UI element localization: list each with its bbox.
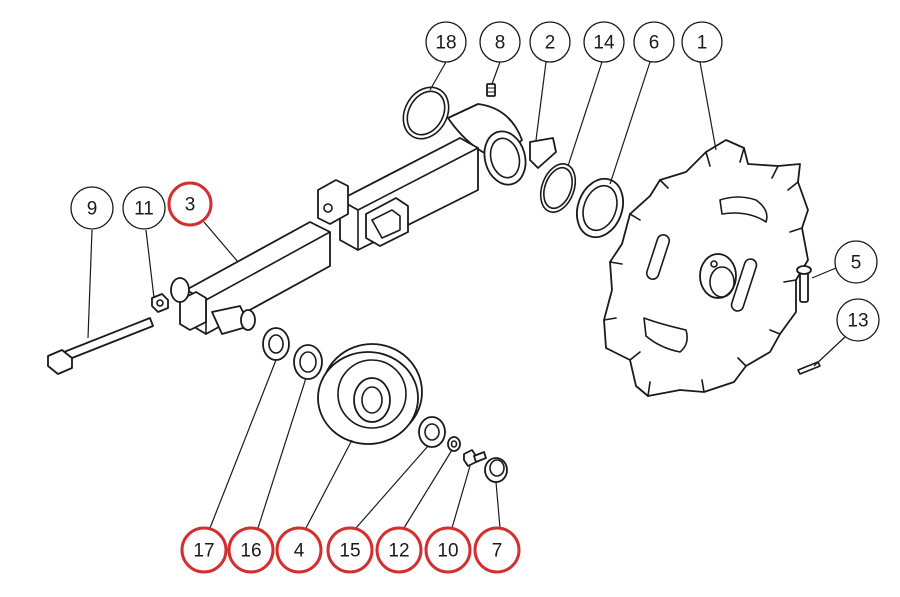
callout-number-18: 18 — [435, 33, 456, 54]
callout-circle-3 — [167, 181, 213, 227]
callout-3: 3 — [167, 181, 213, 227]
callout-1: 1 — [681, 21, 723, 63]
callout-circle-5 — [834, 240, 878, 284]
pin-part — [796, 265, 812, 303]
square-arm-part — [170, 221, 331, 335]
small-bolt-part — [463, 449, 487, 467]
callout-12: 12 — [375, 526, 423, 574]
callout-18: 18 — [425, 21, 467, 63]
swing-arm-part — [317, 103, 557, 251]
callout-number-2: 2 — [545, 33, 556, 54]
callout-number-7: 7 — [492, 541, 503, 562]
bearing-part-15 — [418, 416, 446, 448]
callout-10: 10 — [424, 526, 472, 574]
callout-number-17: 17 — [193, 541, 214, 562]
callout-8: 8 — [479, 21, 521, 63]
callout-circle-2 — [529, 21, 571, 63]
callout-circle-15 — [326, 526, 374, 574]
parts-drawing — [47, 83, 821, 483]
callout-number-9: 9 — [87, 199, 98, 220]
callout-11: 11 — [122, 186, 166, 230]
bushing-ring-part — [576, 177, 624, 239]
bearing-part-16 — [293, 344, 323, 380]
callout-2: 2 — [529, 21, 571, 63]
callout-circle-6 — [633, 21, 675, 63]
callout-number-4: 4 — [294, 541, 305, 562]
callout-circle-1 — [681, 21, 723, 63]
callout-16: 16 — [227, 526, 275, 574]
callout-number-1: 1 — [697, 33, 708, 54]
callout-number-3: 3 — [185, 195, 196, 216]
callout-5: 5 — [834, 240, 878, 284]
callout-15: 15 — [326, 526, 374, 574]
callout-number-11: 11 — [134, 199, 154, 220]
callout-14: 14 — [583, 21, 625, 63]
washer-part — [447, 436, 461, 452]
callout-circle-16 — [227, 526, 275, 574]
callout-circle-14 — [583, 21, 625, 63]
callout-circle-12 — [375, 526, 423, 574]
callout-circle-13 — [836, 298, 880, 342]
o-ring-part — [402, 86, 450, 140]
leader-lines — [87, 61, 847, 529]
snap-ring-part — [539, 163, 577, 213]
callout-number-15: 15 — [339, 541, 360, 562]
callout-number-10: 10 — [437, 541, 458, 562]
nut-part — [151, 293, 169, 313]
callout-number-16: 16 — [240, 541, 261, 562]
callout-9: 9 — [70, 186, 114, 230]
callout-circle-7 — [473, 526, 521, 574]
callout-13: 13 — [836, 298, 880, 342]
callout-number-13: 13 — [847, 311, 868, 332]
callout-number-5: 5 — [851, 253, 862, 274]
callout-circle-4 — [275, 526, 323, 574]
roller-wheel-part — [317, 343, 423, 445]
callout-number-6: 6 — [649, 33, 660, 54]
callout-17: 17 — [180, 526, 228, 574]
cap-part — [484, 457, 508, 483]
bolt-part — [47, 317, 154, 375]
grease-nipple-part — [486, 83, 496, 97]
callout-circle-18 — [425, 21, 467, 63]
bearing-part-17 — [262, 327, 290, 361]
callout-4: 4 — [275, 526, 323, 574]
clip-part — [797, 361, 821, 375]
callout-6: 6 — [633, 21, 675, 63]
callout-circle-17 — [180, 526, 228, 574]
callout-circle-9 — [70, 186, 114, 230]
callout-circle-10 — [424, 526, 472, 574]
callout-circle-11 — [122, 186, 166, 230]
callout-number-8: 8 — [495, 33, 506, 54]
callout-number-12: 12 — [388, 541, 409, 562]
callout-7: 7 — [473, 526, 521, 574]
callout-circle-8 — [479, 21, 521, 63]
sprocket-plate-part — [603, 139, 809, 397]
callout-number-14: 14 — [593, 33, 615, 54]
